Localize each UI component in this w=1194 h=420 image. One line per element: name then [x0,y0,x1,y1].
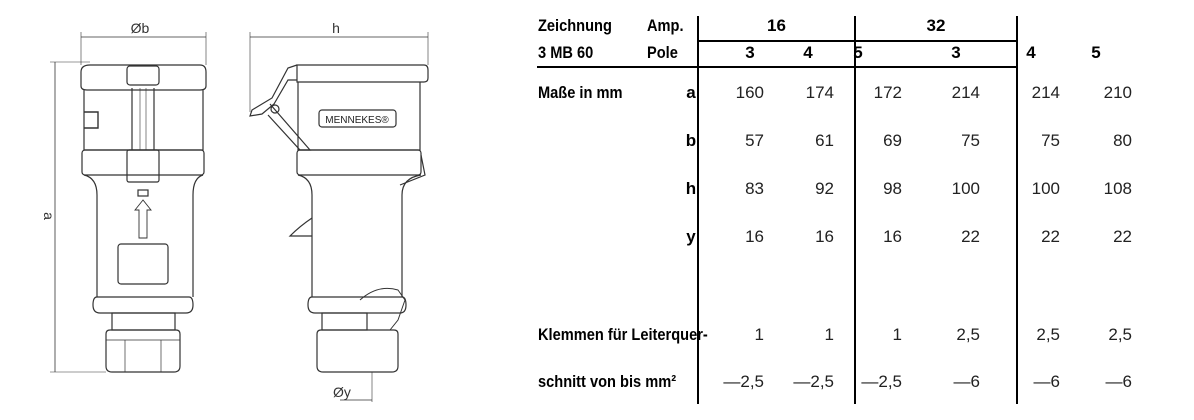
technical-drawing: Øb h a Øy MENNEKES® [41,20,429,402]
table-cell: 172 [873,83,902,102]
amp-label: Amp. [647,16,684,35]
table-cell: 214 [951,83,980,102]
pole-header: 5 [853,43,863,62]
front-view [50,32,207,373]
table-cell: 160 [735,83,764,102]
dimensions-label: Maße in mm [538,83,623,102]
table-cell: 61 [815,131,834,150]
table-cell: 92 [815,179,834,198]
table-cell: 57 [745,131,764,150]
pole-header: 3 [951,43,961,62]
table-cell: 16 [815,227,834,246]
row-key: a [686,83,696,102]
pole-label: Pole [647,43,678,62]
table-cell: 108 [1103,179,1132,198]
row-key: y [686,227,696,246]
table-cell: 98 [883,179,902,198]
drawing-number: 3 MB 60 [538,43,594,62]
table-cell: 22 [961,227,980,246]
pole-header: 3 [745,43,755,62]
terminal-cell: —6 [953,372,980,391]
terminal-cell: —6 [1105,372,1132,391]
terminal-cell: 1 [754,325,764,344]
terminal-cell: —2,5 [861,372,902,391]
row-key: b [685,131,697,150]
terminal-cell: 2,5 [1108,325,1132,344]
table-cell: 69 [883,131,902,150]
dim-y-label: Øy [333,384,351,400]
terminals-label-1: Klemmen für Leiterquer- [538,325,708,344]
terminal-cell: 1 [892,325,902,344]
terminal-cell: 2,5 [956,325,980,344]
terminal-cell: —6 [1033,372,1060,391]
dim-a-label: a [41,212,57,220]
terminal-cell: —2,5 [793,372,834,391]
terminal-cell: 1 [824,325,834,344]
table-cell: 22 [1113,227,1132,246]
dim-h-label: h [332,20,340,36]
table-cell: 75 [1041,131,1060,150]
table-cell: 174 [805,83,834,102]
table-cell: 75 [961,131,980,150]
table-cell: 80 [1113,131,1132,150]
pole-header: 4 [1026,43,1036,62]
table-cell: 100 [951,179,980,198]
side-view [249,32,429,402]
pole-header: 5 [1091,43,1101,62]
drawing-label: Zeichnung [538,16,612,35]
brand-logo: MENNEKES® [325,115,389,126]
divider [697,40,1018,42]
table-cell: 16 [883,227,902,246]
divider [1016,16,1018,404]
table-cell: 16 [745,227,764,246]
divider [537,66,1018,68]
terminals-label-2: schnitt von bis mm² [538,372,677,391]
table-cell: 83 [745,179,764,198]
pole-header: 4 [803,43,813,62]
dim-b-label: Øb [131,20,150,36]
divider [854,16,856,404]
table-cell: 22 [1041,227,1060,246]
amp-group-32: 32 [926,16,946,35]
terminal-cell: —2,5 [723,372,764,391]
amp-group-16: 16 [767,16,786,35]
row-key: h [685,179,697,198]
divider [697,16,699,404]
table-cell: 214 [1031,83,1060,102]
table-cell: 210 [1103,83,1132,102]
table-cell: 100 [1031,179,1060,198]
terminal-cell: 2,5 [1036,325,1060,344]
